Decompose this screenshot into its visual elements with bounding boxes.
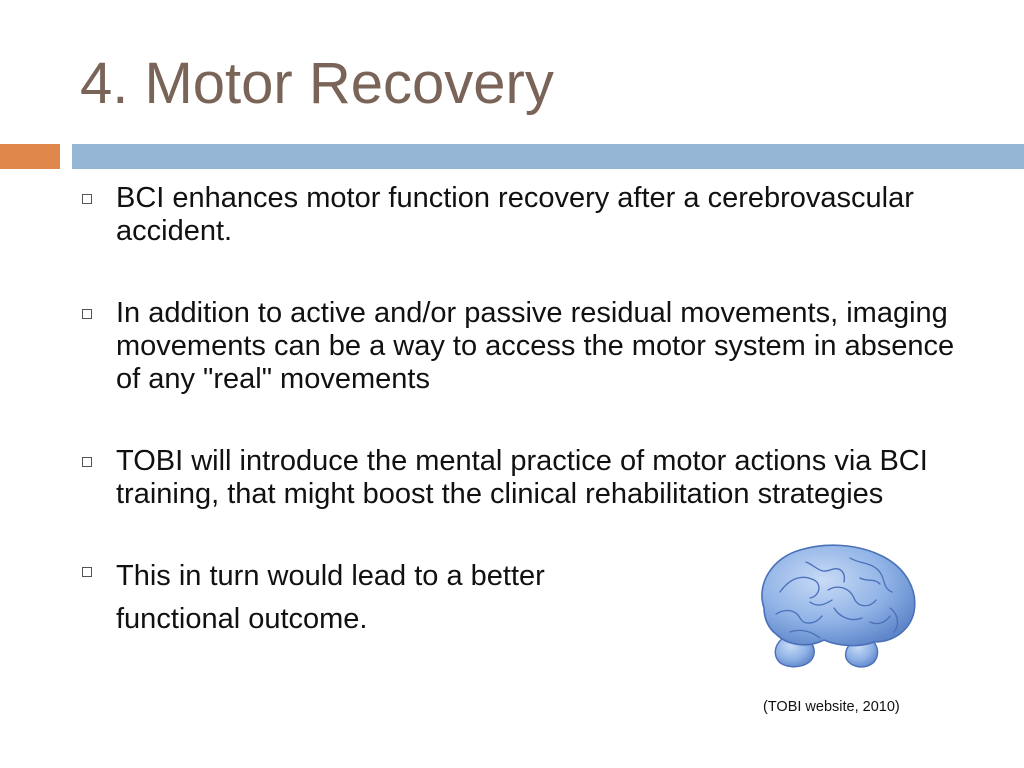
- bullet-text: In addition to active and/or passive res…: [116, 297, 955, 395]
- accent-bar-right: [72, 144, 1024, 169]
- accent-bar-left: [0, 144, 60, 169]
- bullet-item: BCI enhances motor function recovery aft…: [80, 182, 980, 248]
- bullet-text: This in turn would lead to a better func…: [116, 560, 545, 635]
- slide-title: 4. Motor Recovery: [80, 51, 554, 116]
- square-bullet-icon: [82, 567, 92, 577]
- bullet-list: BCI enhances motor function recovery aft…: [80, 182, 980, 641]
- bullet-item: In addition to active and/or passive res…: [80, 297, 980, 396]
- bullet-item: TOBI will introduce the mental practice …: [80, 445, 980, 511]
- bullet-text: TOBI will introduce the mental practice …: [116, 445, 928, 510]
- bullet-text: BCI enhances motor function recovery aft…: [116, 182, 914, 247]
- bullet-item: This in turn would lead to a better func…: [80, 555, 980, 641]
- square-bullet-icon: [82, 194, 92, 204]
- brain-cerebrum: [761, 544, 916, 647]
- brain-icon: [761, 544, 916, 668]
- square-bullet-icon: [82, 309, 92, 319]
- brain-sulci: [775, 557, 899, 639]
- citation: (TOBI website, 2010): [763, 699, 900, 715]
- square-bullet-icon: [82, 457, 92, 467]
